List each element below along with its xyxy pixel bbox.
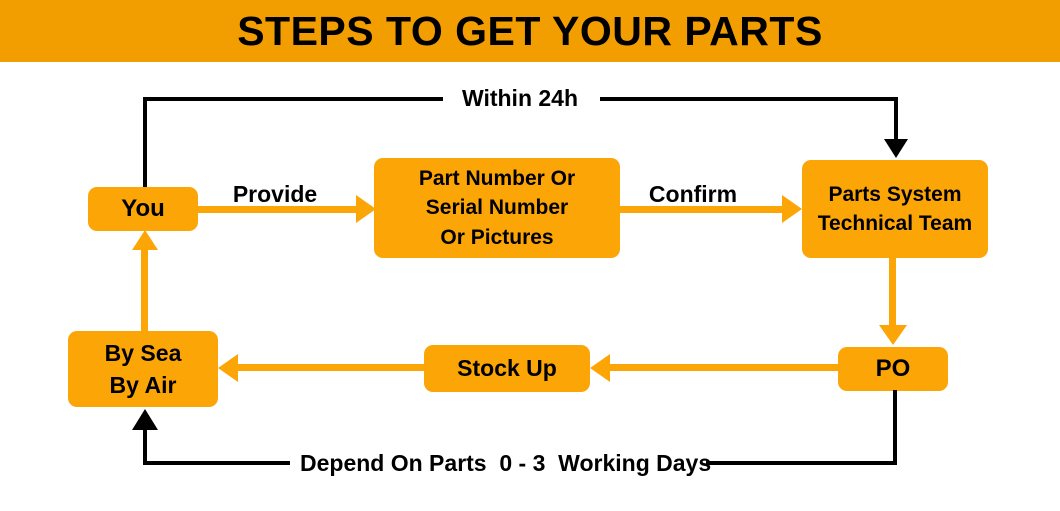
node-po: PO [838, 347, 948, 391]
system-to-po-arrow-shaft [889, 258, 896, 325]
depend-label: Depend On Parts 0 - 3 Working Days [300, 450, 712, 476]
node-parts-system-technical-team: Parts System Technical Team [802, 160, 988, 258]
confirm-label: Confirm [648, 181, 738, 207]
node-by-sea-by-air: By Sea By Air [68, 331, 218, 407]
within-24h-line-right-vertical [894, 97, 898, 140]
within-24h-line-left-horizontal [143, 97, 443, 101]
depend-line-left-horizontal [143, 461, 290, 465]
node-part-number-line2: Serial Number [425, 196, 569, 220]
stockup-to-bysea-arrowhead-left-icon [218, 354, 238, 382]
depend-line-right-vertical [893, 390, 897, 465]
stockup-to-bysea-arrow-shaft [236, 364, 424, 371]
within-24h-label: Within 24h [461, 85, 579, 111]
node-stock-up: Stock Up [424, 345, 590, 392]
node-by-sea-line1: By Sea [104, 339, 182, 366]
confirm-arrowhead-right-icon [782, 195, 802, 223]
node-parts-system-line1: Parts System [828, 182, 962, 206]
provide-arrow-shaft [198, 206, 358, 213]
provide-label: Provide [232, 181, 318, 207]
node-parts-system-line2: Technical Team [817, 212, 973, 235]
depend-line-left-vertical [143, 428, 147, 465]
depend-line-right-horizontal [706, 461, 897, 465]
node-you: You [88, 187, 198, 231]
node-you-label: You [121, 195, 165, 223]
node-part-number: Part Number Or Serial Number Or Pictures [374, 158, 620, 258]
po-to-stockup-arrow-shaft [608, 364, 838, 371]
node-part-number-line1: Part Number Or [418, 166, 576, 190]
node-stock-up-label: Stock Up [457, 355, 557, 382]
node-po-label: PO [875, 355, 911, 383]
provide-arrowhead-right-icon [356, 195, 376, 223]
bysea-to-you-arrowhead-up-icon [132, 230, 158, 250]
page-title: STEPS TO GET YOUR PARTS [237, 7, 823, 54]
node-part-number-line3: Or Pictures [440, 225, 554, 249]
within-24h-line-right-horizontal [600, 97, 898, 101]
bysea-to-you-arrow-shaft [141, 249, 148, 331]
system-to-po-arrowhead-down-icon [879, 325, 907, 345]
within-24h-arrowhead-down-icon [884, 139, 908, 158]
confirm-arrow-shaft [620, 206, 784, 213]
title-banner: STEPS TO GET YOUR PARTS [0, 0, 1060, 62]
po-to-stockup-arrowhead-left-icon [590, 354, 610, 382]
within-24h-line-left-vertical [143, 99, 147, 187]
depend-arrowhead-up-icon [132, 409, 158, 430]
node-by-sea-line2: By Air [109, 372, 177, 398]
